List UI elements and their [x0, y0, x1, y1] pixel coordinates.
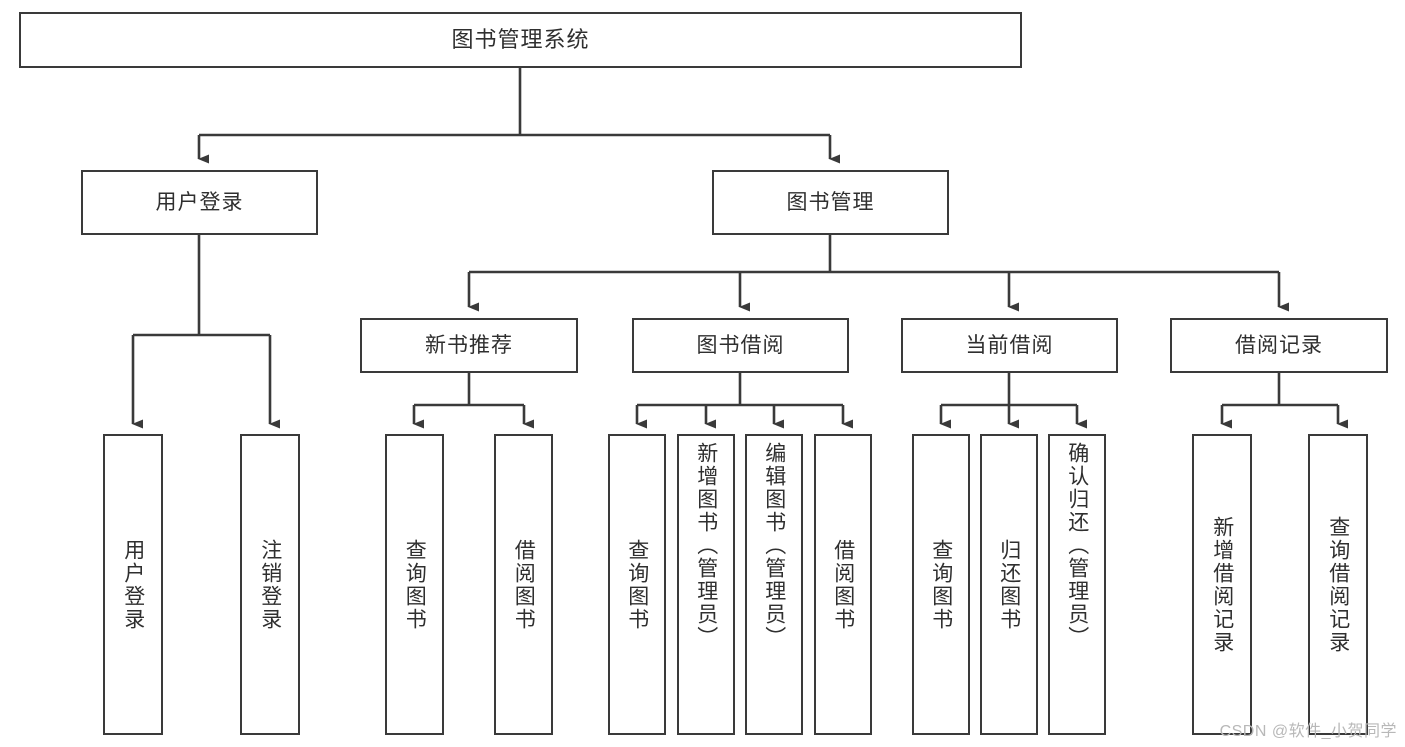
node-label: 借阅记录 [1235, 333, 1323, 357]
leaf-query-record[interactable]: 查询借阅记录 [1308, 434, 1368, 735]
csdn-watermark: CSDN @软件_小贺同学 [1219, 723, 1397, 740]
node-label: 注销登录 [258, 538, 282, 631]
node-label: 查询借阅记录 [1326, 515, 1350, 654]
node-root-system[interactable]: 图书管理系统 [19, 12, 1022, 68]
node-borrow-record[interactable]: 借阅记录 [1170, 318, 1388, 373]
node-label: 查询图书 [625, 538, 649, 631]
node-label: 用户登录 [155, 190, 244, 214]
leaf-borrow-book-2[interactable]: 借阅图书 [814, 434, 872, 735]
node-label: 查询图书 [929, 538, 953, 631]
node-label: 借阅图书 [512, 538, 536, 631]
leaf-query-book-2[interactable]: 查询图书 [608, 434, 666, 735]
node-label: 编辑图书（管理员） [762, 442, 786, 649]
leaf-user-login[interactable]: 用户登录 [103, 434, 163, 735]
leaf-query-book-1[interactable]: 查询图书 [385, 434, 444, 735]
leaf-add-book[interactable]: 新增图书（管理员） [677, 434, 735, 735]
node-book-manage[interactable]: 图书管理 [712, 170, 949, 235]
leaf-edit-book[interactable]: 编辑图书（管理员） [745, 434, 803, 735]
node-label: 新增图书（管理员） [694, 442, 718, 649]
leaf-add-record[interactable]: 新增借阅记录 [1192, 434, 1252, 735]
leaf-logout-login[interactable]: 注销登录 [240, 434, 300, 735]
leaf-borrow-book-1[interactable]: 借阅图书 [494, 434, 553, 735]
node-label: 借阅图书 [831, 538, 855, 631]
node-current-borrow[interactable]: 当前借阅 [901, 318, 1118, 373]
node-label: 图书管理系统 [451, 26, 590, 52]
node-label: 当前借阅 [965, 333, 1054, 357]
node-label: 新增借阅记录 [1210, 515, 1234, 654]
node-new-book-recommend[interactable]: 新书推荐 [360, 318, 578, 373]
node-label: 新书推荐 [425, 333, 513, 357]
node-label: 用户登录 [121, 538, 145, 631]
leaf-query-book-3[interactable]: 查询图书 [912, 434, 970, 735]
node-label: 归还图书 [997, 538, 1021, 631]
leaf-confirm-return[interactable]: 确认归还（管理员） [1048, 434, 1106, 735]
node-user-login[interactable]: 用户登录 [81, 170, 318, 235]
leaf-return-book[interactable]: 归还图书 [980, 434, 1038, 735]
node-book-borrow[interactable]: 图书借阅 [632, 318, 849, 373]
node-label: 确认归还（管理员） [1065, 442, 1089, 649]
node-label: 图书借阅 [696, 333, 785, 357]
node-label: 查询图书 [403, 538, 427, 631]
node-label: 图书管理 [786, 190, 875, 214]
